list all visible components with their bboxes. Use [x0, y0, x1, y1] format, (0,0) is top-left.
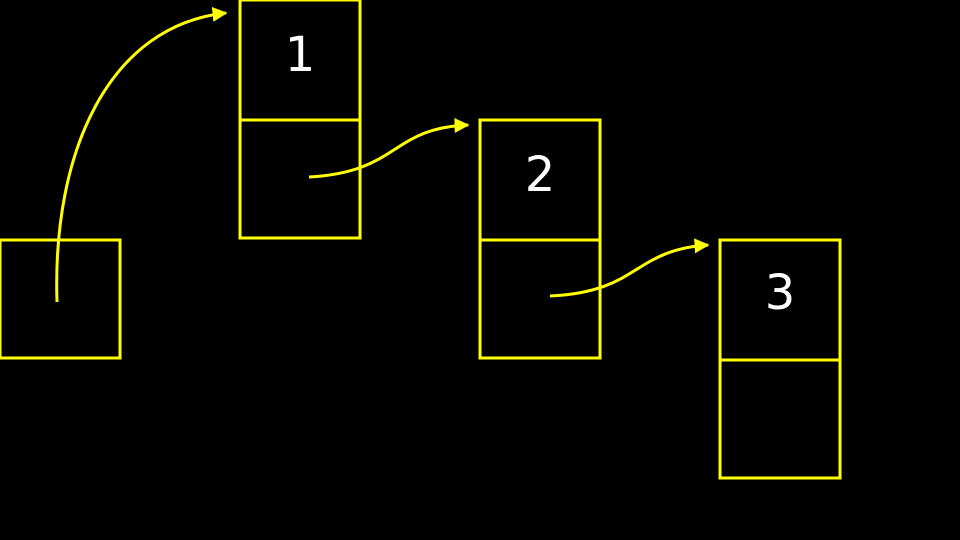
- node-3-value: 3: [765, 265, 796, 321]
- list-node-1: 1: [238, 0, 362, 240]
- node-2-to-node-3-arrow: [549, 238, 710, 298]
- node-2-value: 2: [525, 147, 556, 203]
- node-3-next-cell: [718, 358, 842, 480]
- list-node-2: 2: [478, 118, 602, 360]
- node-2-next-cell: [478, 238, 602, 360]
- node-1-to-node-2-arrow: [308, 118, 470, 179]
- list-node-3: 3: [718, 238, 842, 480]
- node-1-value: 1: [285, 27, 316, 83]
- head-to-node-1-arrow: [55, 6, 228, 303]
- node-1-next-cell: [238, 118, 362, 240]
